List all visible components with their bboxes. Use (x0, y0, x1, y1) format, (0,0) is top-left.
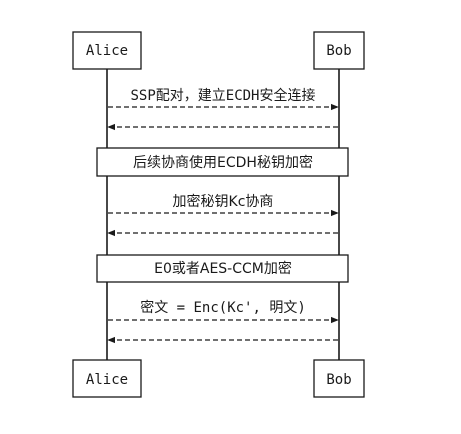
note-box: 后续协商使用ECDH秘钥加密 (96, 147, 349, 177)
participant-bob-label: Bob (326, 43, 351, 59)
participant-alice-label: Alice (86, 43, 128, 59)
message-label: 密文 = Enc(Kc', 明文) (140, 299, 306, 316)
participant-bob-bottom: Bob (313, 359, 365, 398)
participant-alice-top: Alice (72, 31, 142, 70)
participant-bob-label: Bob (326, 372, 351, 388)
message-label: SSP配对，建立ECDH安全连接 (130, 87, 315, 104)
message-label: 加密秘钥Kc协商 (173, 193, 274, 210)
participant-alice-label: Alice (86, 372, 128, 388)
participant-bob-top: Bob (313, 31, 365, 70)
participant-alice-bottom: Alice (72, 359, 142, 398)
note-box: E0或者AES-CCM加密 (96, 254, 349, 283)
note-label: E0或者AES-CCM加密 (154, 260, 292, 277)
note-label: 后续协商使用ECDH秘钥加密 (133, 154, 313, 171)
